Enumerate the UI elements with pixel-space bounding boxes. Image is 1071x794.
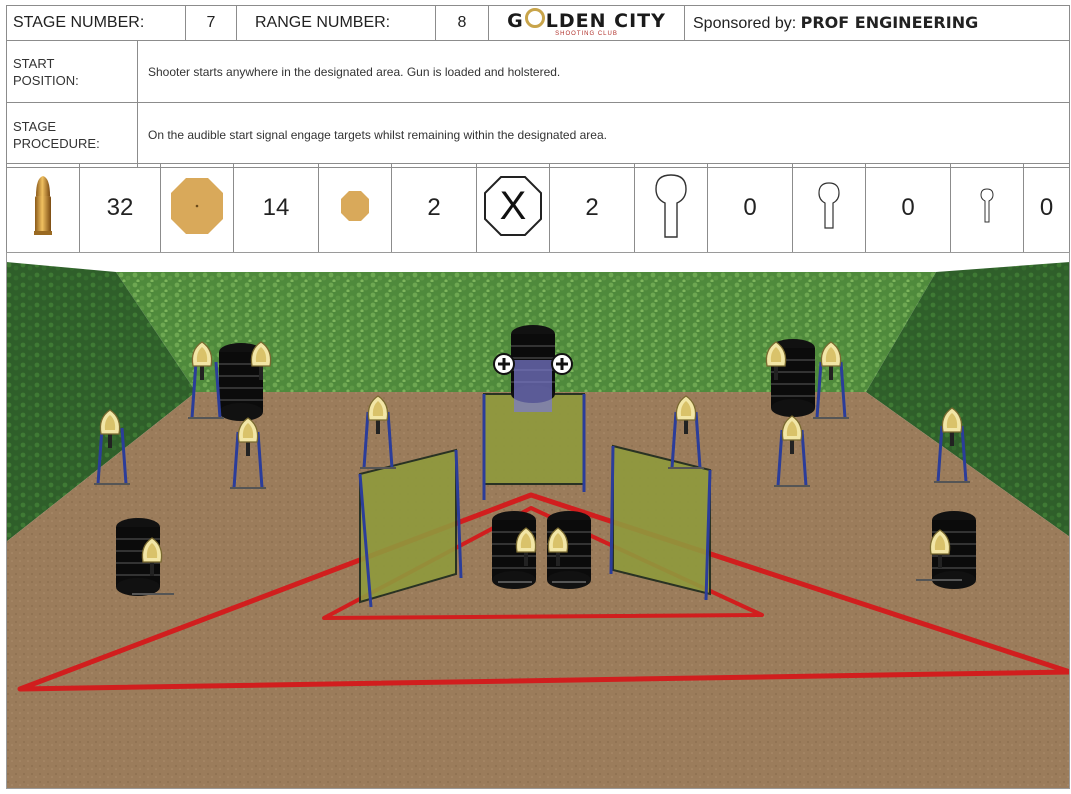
sponsor-label: Sponsored by: [693,15,801,32]
logo-subtitle: SHOOTING CLUB [489,31,684,38]
rounds-count: 32 [80,164,161,253]
start-position-label-line1: START [13,56,54,71]
small-popper-icon [951,164,1024,253]
club-logo: G LDEN CITY SHOOTING CLUB [489,6,685,41]
small-steel-count: 2 [392,164,477,253]
large-popper-count: 0 [708,164,793,253]
stage-procedure-label: STAGE PROCEDURE: [7,103,138,168]
start-position-text: Shooter starts anywhere in the designate… [138,41,1070,103]
bullet-icon [7,164,80,253]
large-popper-icon [635,164,708,253]
sponsor-name: PROF ENGINEERING [801,13,979,32]
stage-diagram [6,252,1070,789]
stage-number-label: STAGE NUMBER: [7,6,186,41]
stage-header-table: STAGE NUMBER: 7 RANGE NUMBER: 8 G LDEN CI… [6,5,1070,41]
stage-procedure-text: On the audible start signal engage targe… [138,103,1070,168]
target-count-table: 32 14 2 X 2 [6,163,1070,253]
stage-number-value: 7 [186,6,237,41]
start-position-label-line2: POSITION: [13,73,79,88]
range-number-value: 8 [436,6,489,41]
start-position-label: START POSITION: [7,41,138,103]
range-number-label: RANGE NUMBER: [237,6,436,41]
large-steel-count: 14 [234,164,319,253]
center-tire-stack [511,325,555,412]
stage-procedure-label-line2: PROCEDURE: [13,136,100,151]
logo-title-end: LDEN CITY [546,10,666,32]
svg-text:X: X [500,184,527,228]
target-ring-icon [525,8,545,28]
stage-procedure-label-line1: STAGE [13,119,56,134]
medium-popper-icon [793,164,866,253]
small-popper-count: 0 [1024,164,1070,253]
logo-title-start: G [507,10,524,32]
medium-popper-count: 0 [866,164,951,253]
no-shoot-icon: X [477,164,550,253]
large-steel-octagon-icon [161,164,234,253]
sponsor: Sponsored by: PROF ENGINEERING [685,6,1070,41]
small-steel-octagon-icon [319,164,392,253]
stage-brief-sheet: STAGE NUMBER: 7 RANGE NUMBER: 8 G LDEN CI… [6,5,1070,789]
stage-info-table: START POSITION: Shooter starts anywhere i… [6,40,1070,168]
no-shoot-count: 2 [550,164,635,253]
